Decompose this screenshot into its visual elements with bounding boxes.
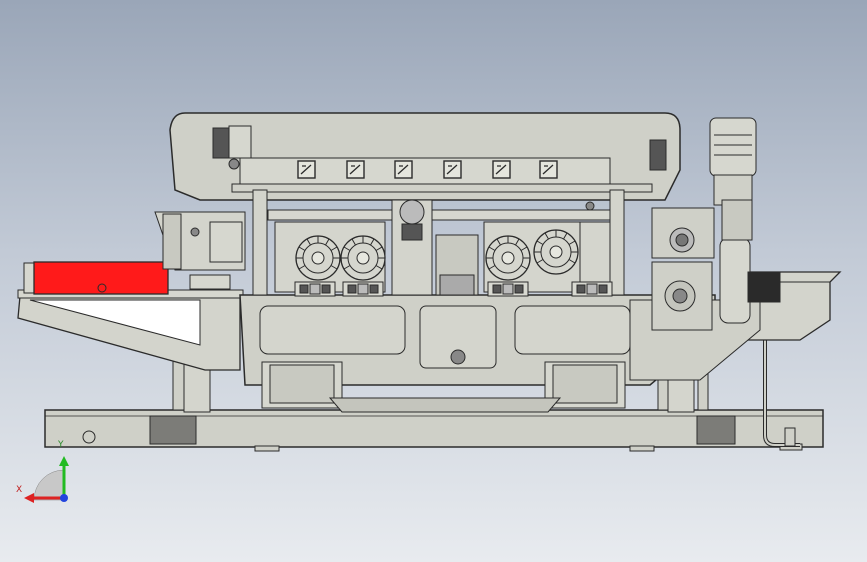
right-drive-unit	[651, 207, 781, 331]
grinding-wheels	[274, 201, 613, 297]
upper-beam	[169, 112, 681, 201]
axis-triad	[24, 456, 69, 503]
left-gear-motor	[154, 125, 252, 290]
y-axis-label: Y	[58, 440, 64, 450]
base-frame	[44, 409, 824, 452]
inlet-conveyor	[17, 261, 244, 371]
x-axis-label: X	[16, 485, 23, 495]
columns	[252, 189, 625, 296]
grinding-wheel-icon	[295, 235, 341, 281]
electric-motor-icon	[649, 117, 757, 241]
handwheel-icon	[719, 237, 751, 324]
